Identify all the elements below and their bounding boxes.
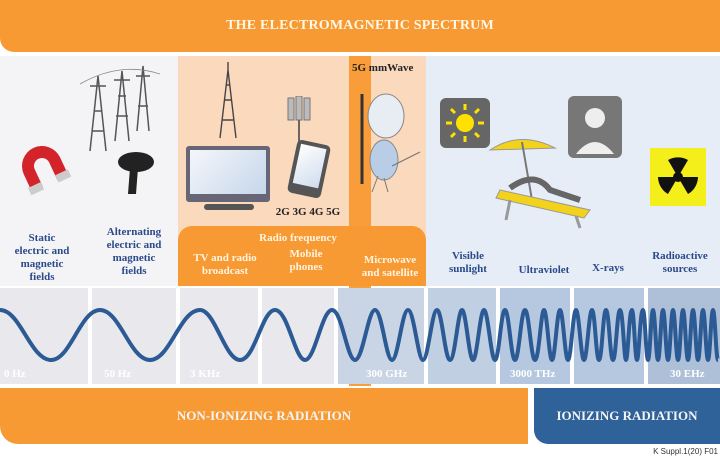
label-visible-sunlight: Visible sunlight	[430, 250, 506, 276]
frequency-band-row: 0 Hz 50 Hz 3 KHz 300 GHz 3000 THz 30 EHz	[0, 288, 720, 384]
label-alternating-fields: Alternating electric and magnetic fields	[96, 226, 172, 278]
frequency-label: 0 Hz	[4, 368, 26, 380]
non-ionizing-banner: NON-IONIZING RADIATION	[0, 388, 528, 444]
frequency-label: 3000 THz	[510, 368, 556, 380]
page-title: THE ELECTROMAGNETIC SPECTRUM	[226, 18, 494, 33]
frequency-label: 30 EHz	[670, 368, 705, 380]
xray-icon	[568, 96, 622, 158]
radio-tower-icon	[219, 62, 237, 139]
label-line: TV and radio	[193, 252, 257, 264]
radio-frequency-label: Radio frequency	[259, 232, 337, 244]
radio-frequency-panel	[178, 226, 426, 286]
label-line: magnetic	[20, 258, 64, 270]
radiation-icon	[650, 148, 706, 206]
mmwave-label: 5G mmWave	[352, 62, 414, 74]
figure-credit: K Suppl.1(20) F01	[653, 447, 718, 456]
label-line: broadcast	[201, 265, 249, 277]
label-line: electric and	[14, 245, 70, 257]
label-microwave: Microwave and satellite	[350, 254, 430, 280]
cell-antenna-icon	[287, 96, 311, 144]
magnet-icon	[22, 146, 72, 196]
non-ionizing-label: NON-IONIZING RADIATION	[176, 408, 352, 423]
label-line: Radioactive	[652, 250, 708, 262]
power-tower-icon	[80, 65, 160, 152]
frequency-label: 300 GHz	[366, 368, 408, 380]
label-line: magnetic	[112, 252, 156, 264]
sunbather-icon	[488, 139, 591, 229]
television-stand	[204, 204, 254, 210]
label-ultraviolet: Ultraviolet	[508, 264, 580, 277]
sun-icon	[440, 98, 490, 148]
frequency-label: 3 KHz	[190, 368, 221, 380]
sine-wave	[0, 307, 720, 363]
band-cell	[338, 288, 424, 384]
frequency-label: 50 Hz	[104, 368, 132, 380]
label-line: Static	[28, 232, 56, 244]
band-cell	[262, 288, 334, 384]
label-radioactive: Radioactive sources	[640, 250, 720, 276]
satellite-dish-icon	[360, 93, 421, 193]
label-line: Mobile	[289, 248, 323, 260]
ionizing-label: IONIZING RADIATION	[556, 408, 698, 423]
label-line: Visible	[452, 250, 484, 262]
mobile-generations-label: 2G 3G 4G 5G	[275, 206, 341, 218]
label-line: Ultraviolet	[518, 264, 570, 276]
ionizing-banner: IONIZING RADIATION	[534, 388, 720, 444]
label-line: Alternating	[106, 226, 162, 238]
label-line: sunlight	[449, 263, 487, 275]
label-tv-radio: TV and radio broadcast	[180, 252, 270, 278]
label-line: fields	[29, 271, 55, 283]
label-line: phones	[289, 261, 323, 273]
band-cell	[92, 288, 176, 384]
label-line: electric and	[106, 239, 162, 251]
label-line: X-rays	[592, 262, 624, 274]
label-line: sources	[662, 263, 698, 275]
television-icon	[186, 146, 270, 202]
label-xrays: X-rays	[580, 262, 636, 275]
title-banner: THE ELECTROMAGNETIC SPECTRUM	[0, 0, 720, 52]
label-mobile-phones: Mobile phones	[276, 248, 336, 274]
hair-dryer-icon	[118, 152, 154, 194]
label-line: Microwave	[363, 254, 417, 266]
label-line: and satellite	[361, 267, 419, 279]
label-line: fields	[121, 265, 147, 277]
label-static-fields: Static electric and magnetic fields	[4, 232, 80, 284]
band-cell	[428, 288, 496, 384]
